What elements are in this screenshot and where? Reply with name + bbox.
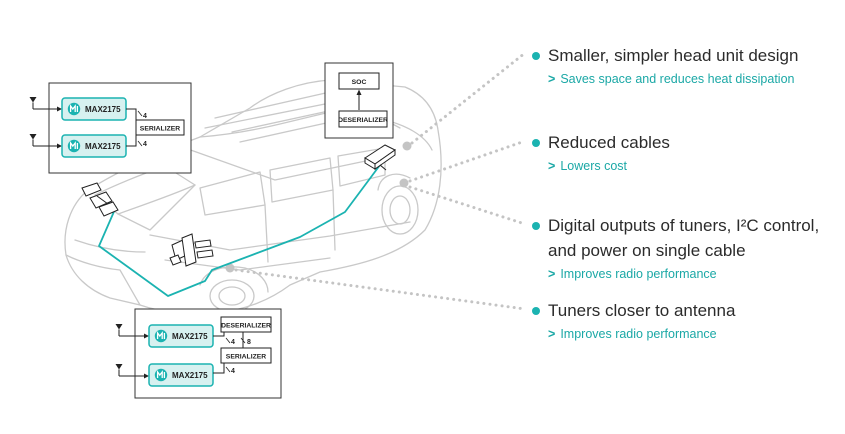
benefit-subtitle-text: Improves radio performance: [560, 327, 717, 341]
bullet-dot-icon: [532, 222, 540, 230]
benefit-subtitle-text: Improves radio performance: [560, 267, 717, 281]
benefit-title: Smaller, simpler head unit design: [548, 46, 799, 65]
deserializer-box: [220, 316, 272, 333]
top-left-tuner-box: MAX2175 MAX2175 4 4 SERIALIZER: [29, 82, 192, 174]
benefit-title: Tuners closer to antenna: [548, 301, 736, 320]
lane-count: 4: [231, 368, 235, 375]
side-tuner-module: [169, 233, 214, 267]
maxim-logo-icon: [67, 102, 81, 116]
serializer-label: SERIALIZER: [226, 354, 266, 361]
benefit-subtitle: > Saves space and reduces heat dissipatio…: [548, 72, 798, 86]
benefit-subtitle: > Lowers cost: [548, 159, 670, 173]
coax-cable: [98, 164, 381, 297]
head-unit-module: [364, 144, 396, 171]
benefit-3: Digital outputs of tuners, I²C control, …: [532, 213, 820, 281]
sub-marker: >: [548, 267, 556, 281]
serializer-box: [220, 347, 272, 364]
bullet-dot-icon: [532, 139, 540, 147]
head-unit-box: SOC DESERIALIZER: [324, 62, 394, 139]
sub-marker: >: [548, 327, 556, 341]
lane-count: 4: [231, 339, 235, 346]
benefit-4: Tuners closer to antenna > Improves radio…: [532, 298, 736, 341]
bottom-tuner-box: MAX2175 MAX2175 DESERIALIZER SERIALIZER …: [115, 308, 282, 399]
serializer-box: [135, 119, 185, 136]
sub-marker: >: [548, 72, 556, 86]
benefit-1: Smaller, simpler head unit design > Saves…: [532, 43, 799, 86]
lane-count: 4: [143, 113, 147, 120]
deserializer-label: DESERIALIZER: [221, 323, 271, 330]
soc-box: [338, 72, 380, 90]
bullet-dot-icon: [532, 52, 540, 60]
chip-label: MAX2175: [172, 332, 208, 341]
benefit-title-line-2: and power on single cable: [548, 241, 746, 260]
lane-count: 4: [143, 141, 147, 148]
maxim-logo-icon: [154, 368, 168, 382]
maxim-logo-icon: [154, 329, 168, 343]
deserializer-label: DESERIALIZER: [338, 117, 388, 124]
lane-count: 8: [247, 339, 251, 346]
connection-point-tuners: [225, 263, 235, 273]
soc-label: SOC: [352, 79, 367, 86]
benefit-subtitle-text: Saves space and reduces heat dissipation: [560, 72, 795, 86]
benefit-subtitle: > Improves radio performance: [548, 327, 735, 341]
chip-label: MAX2175: [85, 105, 121, 114]
benefit-title: Reduced cables: [548, 133, 670, 152]
rear-tuner-module: [81, 182, 119, 217]
sub-marker: >: [548, 159, 556, 173]
tuner-chip: [148, 363, 214, 387]
benefit-subtitle-text: Lowers cost: [560, 159, 628, 173]
chip-label: MAX2175: [172, 371, 208, 380]
dotted-leaders: [234, 51, 527, 311]
benefit-2: Reduced cables > Lowers cost: [532, 130, 670, 173]
benefit-subtitle: > Improves radio performance: [548, 267, 819, 281]
bullet-dot-icon: [532, 307, 540, 315]
serializer-label: SERIALIZER: [140, 126, 180, 133]
connection-point-cable: [399, 178, 409, 188]
car-illustration: [64, 79, 442, 315]
connection-point-head-unit: [402, 141, 412, 151]
deserializer-box: [338, 110, 388, 128]
chip-label: MAX2175: [85, 142, 121, 151]
maxim-logo-icon: [67, 139, 81, 153]
benefit-title-line-1: Digital outputs of tuners, I²C control,: [548, 216, 820, 235]
